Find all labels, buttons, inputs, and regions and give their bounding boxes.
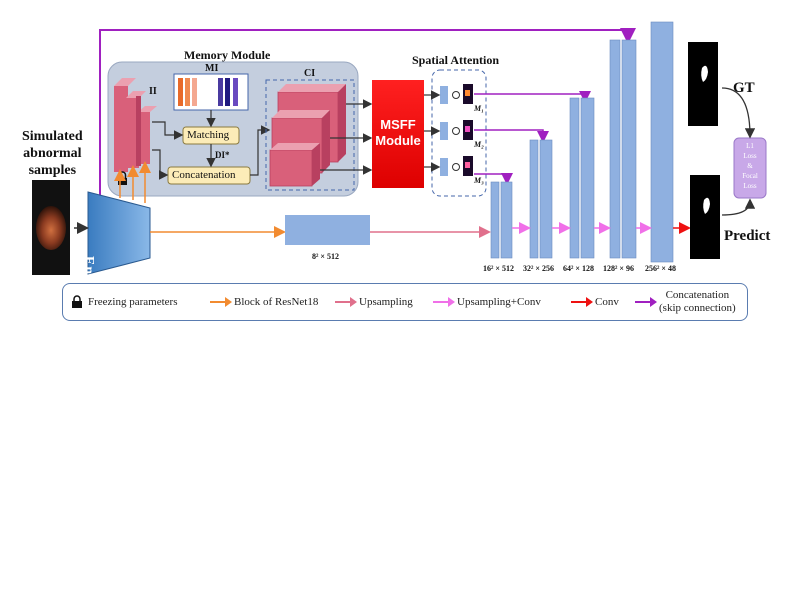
- legend-block-label: Block of ResNet18: [234, 296, 319, 308]
- orange-arrow-icon: [210, 297, 232, 307]
- predict-label: Predict: [724, 228, 771, 244]
- m1-label: M₁: [474, 104, 484, 113]
- ci-feature-blocks: [265, 79, 355, 191]
- legend-freezing-label: Freezing parameters: [88, 296, 178, 308]
- mi-label: MI: [205, 63, 219, 74]
- mi-memory-bank: [173, 73, 249, 111]
- msff-label-line-2: Module: [375, 133, 421, 148]
- legend-upsampling: Upsampling: [335, 284, 413, 320]
- legend-concatenation-line-2: (skip connection): [659, 302, 736, 314]
- gt-label: GT: [733, 80, 755, 96]
- legend-concatenation-text: Concatenation (skip connection): [659, 289, 736, 315]
- encoder-to-ii-arrows: [114, 161, 151, 203]
- magenta-arrow-icon: [433, 297, 455, 307]
- loss-line-4: Focal: [742, 172, 758, 180]
- spatial-attention-title: Spatial Attention: [412, 53, 500, 67]
- decoder-size-label-1: 16² × 512: [483, 264, 514, 273]
- msff-module-block: [372, 80, 424, 188]
- loss-line-2: Loss: [743, 152, 757, 160]
- decoder-size-label-2: 32² × 256: [523, 264, 554, 273]
- loss-label: L1 Loss & Focal Loss: [734, 141, 766, 191]
- ii-feature-blocks: [114, 78, 157, 172]
- legend-upsampling-label: Upsampling: [359, 296, 413, 308]
- loss-arrows: [721, 87, 756, 216]
- skip-connection-top: [99, 28, 636, 210]
- ci-label: CI: [304, 68, 316, 79]
- msff-label: MSFF Module: [372, 117, 424, 149]
- predict-image: [690, 175, 720, 259]
- pink-arrow-icon: [335, 297, 357, 307]
- legend-conv-label: Conv: [595, 296, 619, 308]
- concatenation-label: Concatenation: [172, 169, 236, 181]
- legend-concatenation: Concatenation (skip connection): [635, 284, 736, 320]
- loss-line-1: L1: [746, 142, 754, 150]
- loss-line-5: Loss: [743, 182, 757, 190]
- input-label-line-1: Simulated: [22, 129, 83, 144]
- legend-freezing: Freezing parameters: [71, 284, 177, 320]
- encoder-block: [87, 191, 151, 275]
- legend-upsampling-conv: Upsampling+Conv: [433, 284, 541, 320]
- legend-block: Block of ResNet18: [210, 284, 318, 320]
- msff-label-line-1: MSFF: [380, 117, 416, 132]
- memory-module-title: Memory Module: [184, 48, 271, 62]
- matching-label: Matching: [187, 129, 230, 141]
- legend-concatenation-line-1: Concatenation: [665, 289, 730, 301]
- legend: Freezing parameters Block of ResNet18 Up…: [62, 283, 748, 321]
- decoder-size-label-5: 256² × 48: [645, 264, 676, 273]
- red-arrow-icon: [571, 297, 593, 307]
- input-label-line-2: abnormal: [23, 146, 82, 161]
- attention-skip-connections: [474, 91, 591, 185]
- input-label: Simulated abnormal samples: [22, 128, 83, 179]
- loss-line-3: &: [747, 162, 753, 170]
- spatial-attention-box: [431, 69, 487, 197]
- decoder-blocks: [490, 21, 674, 263]
- gt-image: [688, 42, 718, 126]
- di-label: DI*: [215, 150, 230, 160]
- decoder-size-label-3: 64² × 128: [563, 264, 594, 273]
- bottleneck-size-label: 8² × 512: [312, 252, 339, 261]
- ii-label: II: [149, 86, 157, 97]
- legend-conv: Conv: [571, 284, 619, 320]
- msff-to-attention-arrows: [424, 90, 441, 172]
- input-image: [32, 180, 70, 275]
- lock-icon: [72, 295, 82, 308]
- input-label-line-3: samples: [28, 163, 77, 178]
- bottleneck-block: [285, 215, 370, 245]
- ci-to-msff-arrows: [320, 99, 373, 175]
- decoder-size-label-4: 128² × 96: [603, 264, 634, 273]
- memory-module-arrows: [152, 110, 271, 180]
- m2-label: M₂: [474, 140, 484, 149]
- m3-label: M₃: [474, 176, 484, 185]
- purple-arrow-icon: [635, 297, 657, 307]
- legend-upsampling-conv-label: Upsampling+Conv: [457, 296, 541, 308]
